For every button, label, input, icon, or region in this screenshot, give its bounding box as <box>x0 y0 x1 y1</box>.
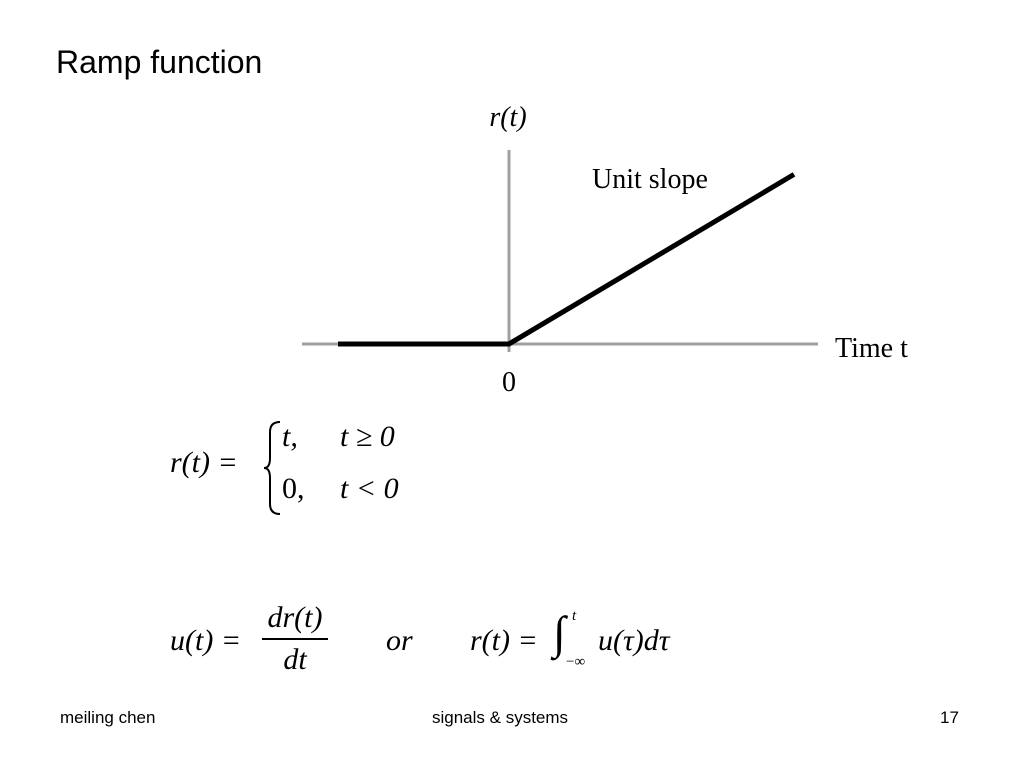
eq1-lhs: r(t) = <box>170 446 238 479</box>
eq2-integral-sign: ∫ <box>553 607 566 658</box>
eq1-brace <box>264 421 281 515</box>
eq1-case2-condition: t < 0 <box>340 472 399 505</box>
footer-page-number: 17 <box>940 708 959 727</box>
eq2-fraction-bar <box>262 638 328 640</box>
x-axis-label: Time t <box>835 333 908 364</box>
eq2-lhs: u(t) = <box>170 624 242 657</box>
annotation-label: Unit slope <box>592 164 708 195</box>
eq2-denominator: dt <box>283 643 307 676</box>
eq2-integrand: u(τ)dτ <box>598 624 670 657</box>
eq2-integral-upper: t <box>572 608 577 624</box>
eq2-numerator: dr(t) <box>267 601 323 634</box>
footer-author: meiling chen <box>60 708 156 727</box>
footer-course: signals & systems <box>432 708 569 727</box>
eq2-integral-lower: −∞ <box>566 654 586 670</box>
equation-derivative-integral: u(t) = dr(t) dt or r(t) = ∫ t −∞ u(τ)dτ <box>170 600 730 690</box>
eq2-rhs-lhs: r(t) = <box>470 624 538 657</box>
ramp-chart: r(t) Time t Unit slope 0 <box>302 102 908 398</box>
eq2-fraction: dr(t) dt <box>262 600 328 680</box>
series-line <box>338 172 796 347</box>
slide-title: Ramp function <box>56 44 263 80</box>
y-axis-label: r(t) <box>489 102 526 133</box>
eq1-case1-condition: t ≥ 0 <box>340 420 395 453</box>
eq2-connector: or <box>386 624 413 657</box>
x-tick-label: 0 <box>502 367 516 398</box>
eq1-case1-value: t, <box>282 420 298 453</box>
eq1-case2-value: 0, <box>282 472 305 505</box>
equation-ramp-definition: r(t) = t, t ≥ 0 0, t < 0 <box>170 420 470 520</box>
